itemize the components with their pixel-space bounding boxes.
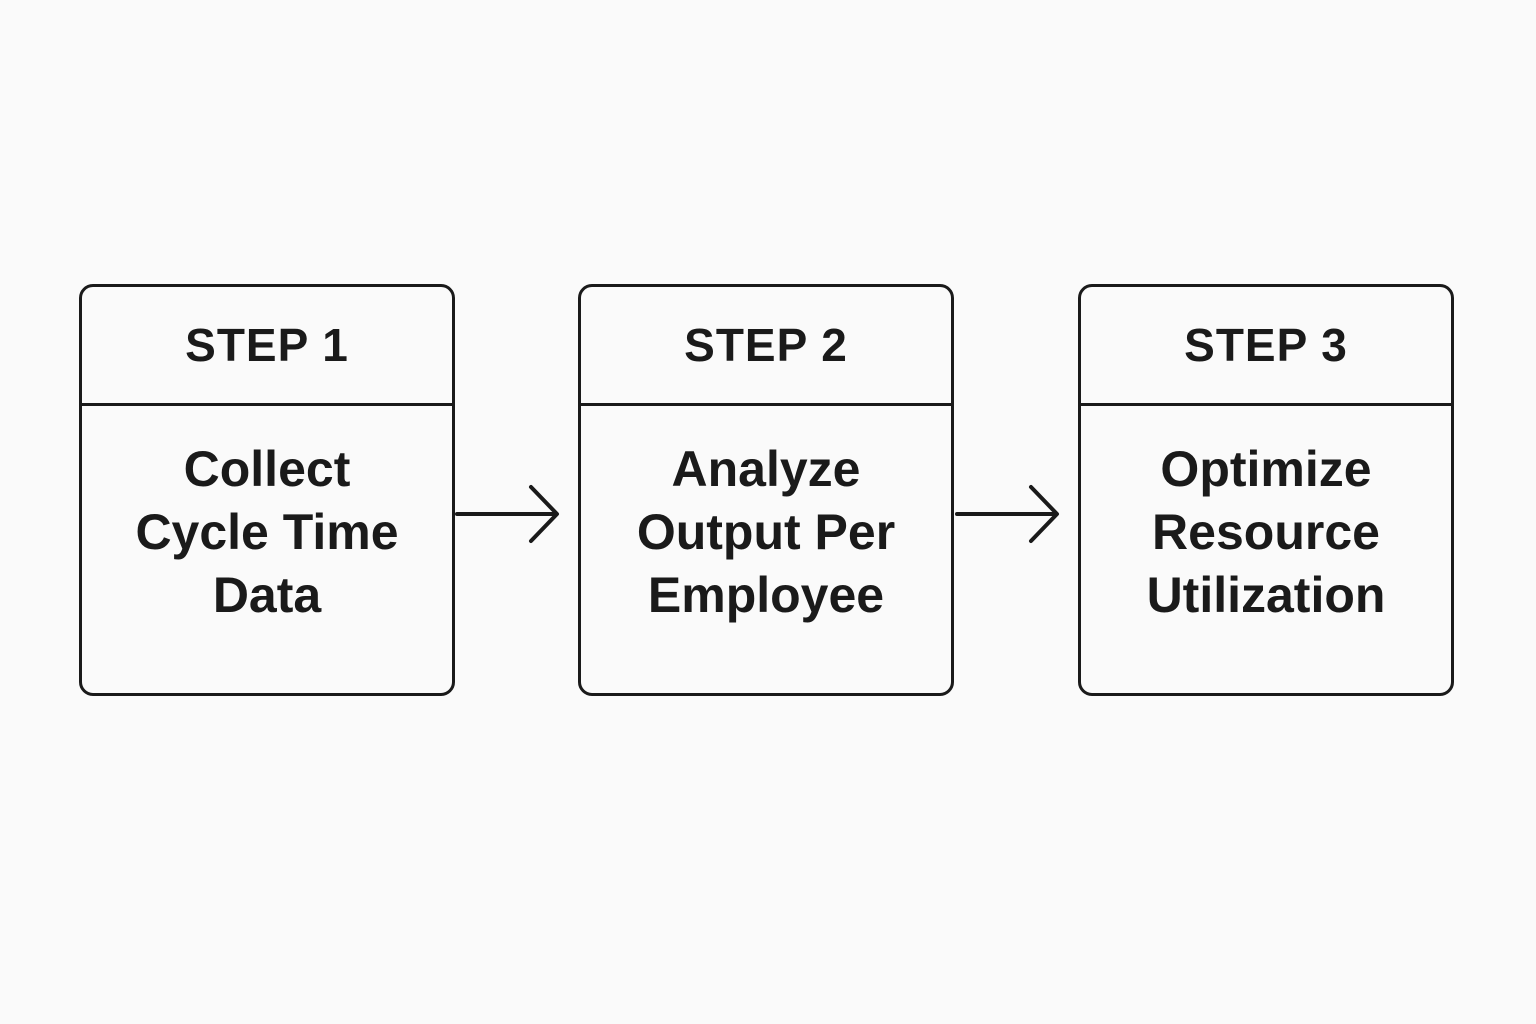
step-2-body: Analyze Output Per Employee: [581, 406, 951, 693]
step-3-text-line-1: Optimize: [1160, 441, 1372, 497]
step-3-body: Optimize Resource Utilization: [1081, 406, 1451, 693]
step-2-header: STEP 2: [581, 287, 951, 406]
step-2-text-line-3: Employee: [647, 567, 885, 623]
step-1-box: STEP 1 Collect Cycle Time Data: [79, 284, 455, 696]
step-3-text-line-2: Resource: [1152, 504, 1380, 560]
step-3-box: STEP 3 Optimize Resource Utilization: [1078, 284, 1454, 696]
step-3-header: STEP 3: [1081, 287, 1451, 406]
step-3-text-line-3: Utilization: [1146, 567, 1386, 623]
arrow-right-icon: [955, 485, 1059, 543]
step-1-header: STEP 1: [82, 287, 452, 406]
step-1-text-line-1: Collect: [183, 441, 351, 497]
step-1-text-line-2: Cycle Time: [135, 504, 399, 560]
step-1-title: STEP 1: [185, 319, 349, 371]
step-1-body: Collect Cycle Time Data: [82, 406, 452, 693]
step-1-text-line-3: Data: [212, 567, 322, 623]
step-2-title: STEP 2: [684, 319, 848, 371]
arrow-right-icon: [455, 485, 559, 543]
step-2-text-line-2: Output Per: [636, 504, 896, 560]
step-2-text-line-1: Analyze: [671, 441, 861, 497]
step-3-title: STEP 3: [1184, 319, 1348, 371]
step-2-box: STEP 2 Analyze Output Per Employee: [578, 284, 954, 696]
